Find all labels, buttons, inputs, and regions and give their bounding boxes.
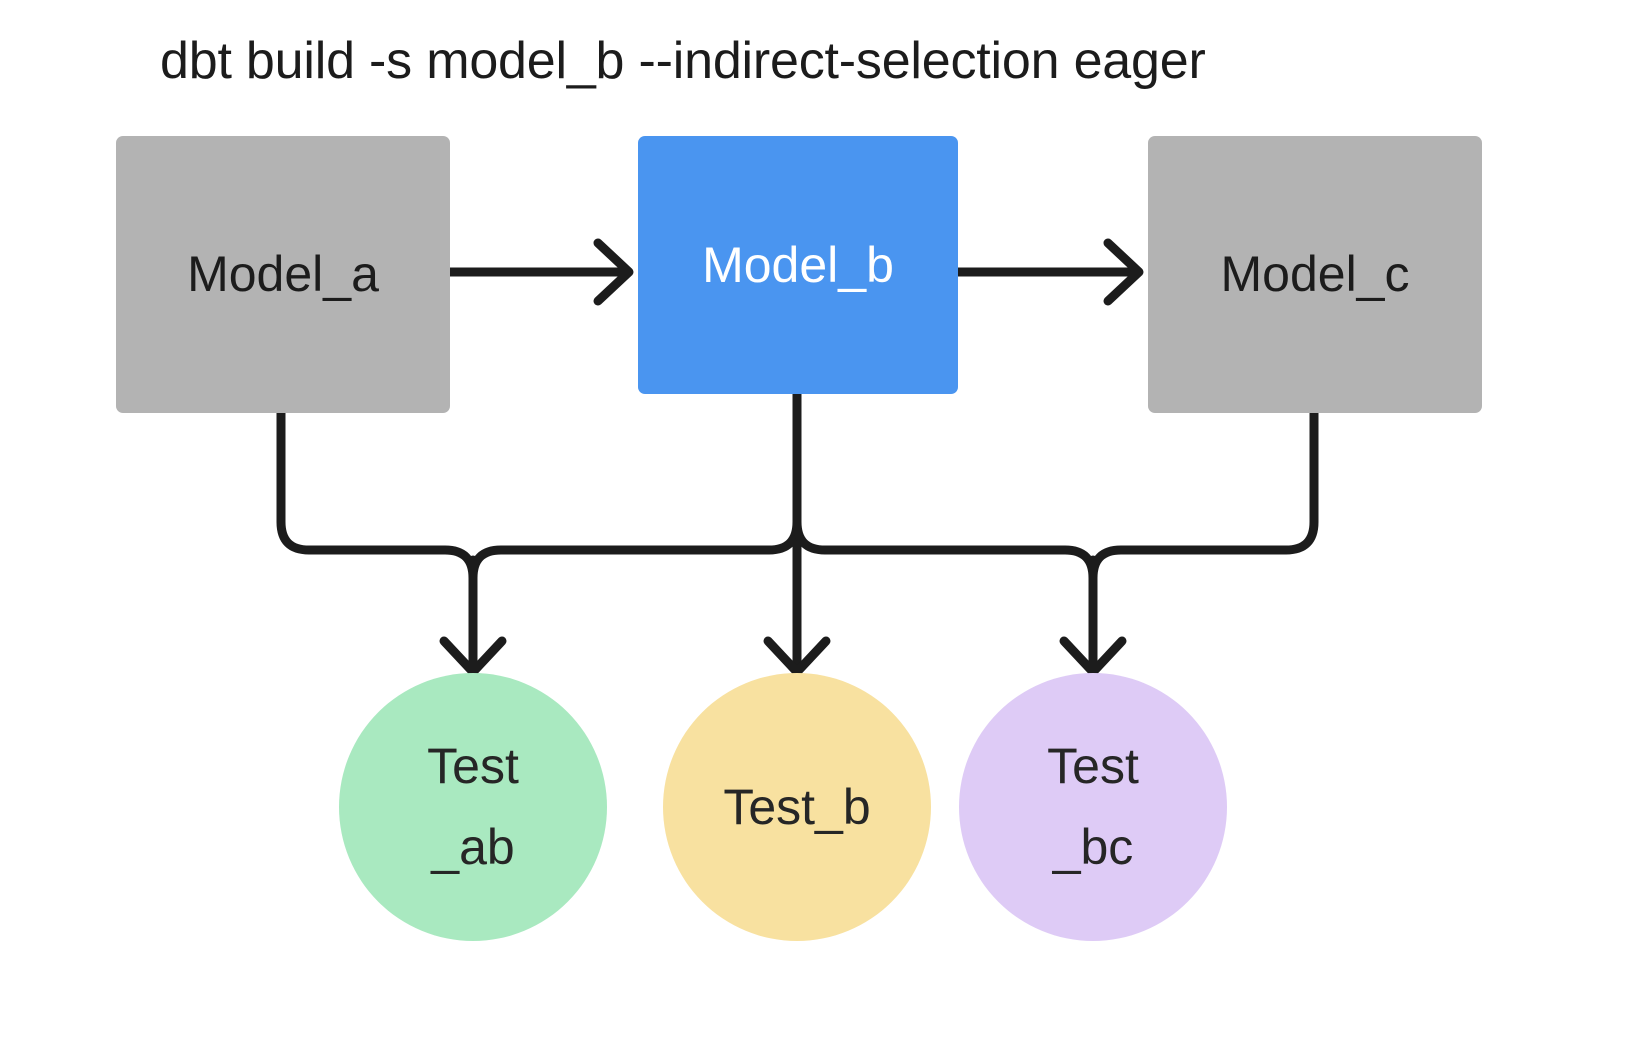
node-model-a[interactable]: Model_a	[116, 136, 450, 413]
edge-model-b-to-model-c	[953, 238, 1144, 306]
node-model-b-label: Model_b	[702, 236, 894, 293]
node-test-b[interactable]: Test_b	[663, 673, 931, 941]
node-test-ab[interactable]: Test _ab	[339, 673, 607, 941]
edge-model-b-to-test-bc	[792, 389, 1098, 583]
node-test-bc[interactable]: Test _bc	[959, 673, 1227, 941]
node-test-ab-label-line-2: _ab	[431, 819, 515, 875]
node-model-b[interactable]: Model_b	[638, 136, 958, 394]
node-model-c-label: Model_c	[1220, 246, 1410, 302]
node-test-bc-label-line-1: Test	[1047, 738, 1139, 794]
diagram-title: dbt build -s model_b --indirect-selectio…	[160, 32, 1206, 90]
arrow-into-test-bc	[1059, 555, 1127, 677]
node-test-bc-label-line-2: _bc	[1052, 819, 1134, 875]
edge-model-b-to-test-b	[763, 389, 831, 677]
arrow-into-test-ab	[439, 555, 507, 677]
node-test-ab-label-line-1: Test	[427, 738, 519, 794]
edge-model-c-to-test-bc	[1088, 408, 1319, 583]
node-model-a-label: Model_a	[187, 246, 379, 302]
edge-model-a-to-test-ab	[276, 408, 478, 583]
node-model-c[interactable]: Model_c	[1148, 136, 1482, 413]
node-test-b-label-line-1: Test_b	[723, 778, 871, 835]
edge-model-a-to-model-b	[445, 238, 634, 306]
edge-model-b-to-test-ab	[468, 389, 802, 583]
